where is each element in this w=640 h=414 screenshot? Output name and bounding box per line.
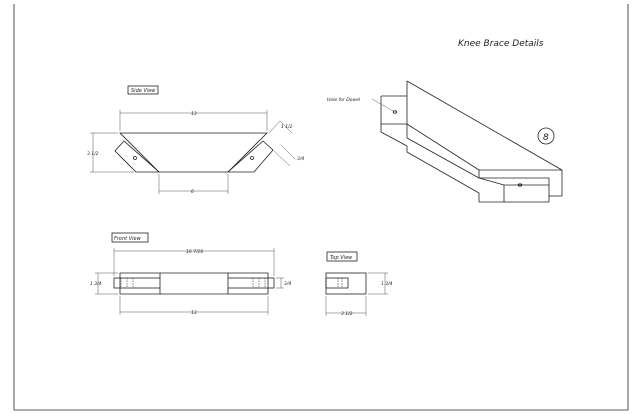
dim-side-height: 3 1/2: [87, 151, 99, 157]
part-number-balloon: [537, 127, 555, 145]
front-right-tenon: [227, 277, 275, 289]
front-right-end: [227, 272, 269, 295]
side-view-body: [119, 132, 268, 173]
dim-front-overall: 16 7/16: [186, 249, 203, 255]
dim-side-bottom: 6: [191, 189, 194, 195]
dim-side-length: 13: [191, 111, 197, 117]
front-left-end: [119, 272, 161, 295]
top-view: Top View 1 3/4 3 1/2: [325, 251, 393, 317]
side-view-label-box: [127, 85, 159, 95]
iso-dowel-hole: [392, 110, 398, 114]
drawing-title: Knee Brace Details: [458, 39, 544, 49]
dim-side-tenon-length: 1 1/2: [281, 124, 293, 130]
dim-top-height: 1 3/4: [381, 281, 393, 287]
front-view-label: Front View: [114, 236, 142, 242]
top-view-tenon: [325, 277, 349, 289]
hole-for-dowel-callout: Hole for Dowel: [327, 97, 361, 103]
top-view-label-box: [326, 251, 358, 262]
top-view-label: Top View: [330, 255, 353, 261]
dim-top-width: 3 1/2: [341, 311, 353, 317]
dowel-hole: [133, 156, 137, 160]
callout-leader: [371, 98, 394, 112]
dim-front-body: 13: [191, 310, 197, 316]
isometric-view: Hole for Dowel 8: [327, 80, 563, 203]
side-view-label: Side View: [131, 88, 156, 94]
front-view-label-box: [111, 232, 149, 243]
dim-side-tenon-thickness: 3/4: [297, 156, 304, 162]
side-view-right-tenon: [226, 140, 274, 173]
iso-dowel-hole: [517, 183, 523, 187]
dim-front-tenon: 3/4: [284, 281, 291, 287]
part-number: 8: [543, 133, 549, 143]
dowel-hole: [250, 156, 254, 160]
top-view-body: [325, 272, 367, 295]
front-left-tenon: [113, 277, 161, 289]
side-view: Side View 13 3 1/2 6 1 1/2 3/4: [87, 85, 304, 195]
side-view-left-tenon: [114, 140, 161, 173]
front-view: Front View 16 7/16 1 3/4 3/4 13: [90, 232, 291, 316]
dim-front-height: 1 3/4: [90, 281, 102, 287]
